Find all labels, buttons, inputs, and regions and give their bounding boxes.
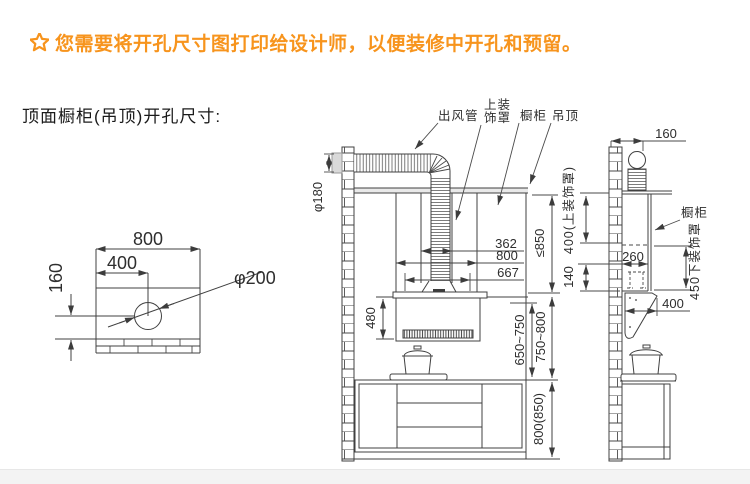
label-upper-cover-1: 上装: [484, 98, 511, 112]
dim-duct-diameter: φ180: [310, 182, 325, 212]
side-view-diagram: 160 400(上装饰罩): [561, 126, 708, 462]
dim-top-width: 800: [133, 229, 163, 249]
footer-strip: [0, 469, 750, 484]
dim-hood-height: 480: [363, 307, 378, 329]
dim-top-depth: 160: [46, 263, 66, 293]
hood-side-profile: [624, 292, 658, 339]
top-view-diagram: 800 400 160 φ200: [46, 229, 276, 361]
hood-grill: [402, 329, 474, 339]
dim-range-b: 750~800: [533, 312, 548, 363]
duct-wall-connector: [331, 152, 343, 174]
dim-counter-height: 800(850): [531, 393, 546, 445]
duct-elbow-circle: [628, 151, 646, 169]
base-cabinet-side: [620, 380, 676, 460]
dim-cabinet-depth: 260: [622, 249, 644, 264]
star-icon: [30, 33, 49, 52]
dim-gap: 140: [561, 266, 576, 288]
base-cabinet-front: [354, 379, 527, 453]
cooking-pot-side: [629, 344, 663, 375]
wall-left: [341, 146, 355, 462]
hood-top-band: [392, 291, 488, 299]
dim-upper-cover: 400(上装饰罩): [562, 166, 576, 254]
hob-slab-side: [620, 373, 677, 382]
dim-side-offset: 160: [655, 126, 677, 141]
dim-top-offset: 400: [107, 253, 137, 273]
label-side-cabinet: 橱柜: [681, 206, 708, 220]
dim-cover-width: 362: [495, 236, 517, 251]
hob-slab: [389, 373, 448, 381]
wall-right: [608, 146, 623, 462]
notice-banner: 您需要将开孔尺寸图打印给设计师，以便装修中开孔和预留。: [30, 29, 582, 56]
front-view-diagram: φ180: [310, 98, 579, 462]
dim-lower-cover: 450下装饰罩: [688, 222, 702, 300]
section-title: 顶面橱柜(吊顶)开孔尺寸:: [22, 107, 222, 126]
duct-horizontal: [354, 154, 432, 172]
label-upper-cover-2: 饰罩: [484, 111, 511, 125]
cooking-pot: [402, 345, 433, 375]
notice-text: 您需要将开孔尺寸图打印给设计师，以便装修中开孔和预留。: [55, 34, 582, 55]
duct-neck: [627, 168, 647, 191]
dim-hood-width: 800: [496, 248, 518, 263]
dim-max-height: ≤850: [532, 229, 547, 258]
label-cabinet: 橱柜: [520, 109, 547, 123]
dim-range-a: 650~750: [512, 315, 527, 366]
duct-vertical: [431, 176, 450, 281]
label-ceiling: 吊顶: [552, 109, 579, 123]
dim-hole-diameter: φ200: [234, 268, 276, 288]
dim-inner-width: 667: [497, 265, 519, 280]
label-duct: 出风管: [438, 108, 479, 123]
dim-hood-depth: 400: [662, 296, 684, 311]
